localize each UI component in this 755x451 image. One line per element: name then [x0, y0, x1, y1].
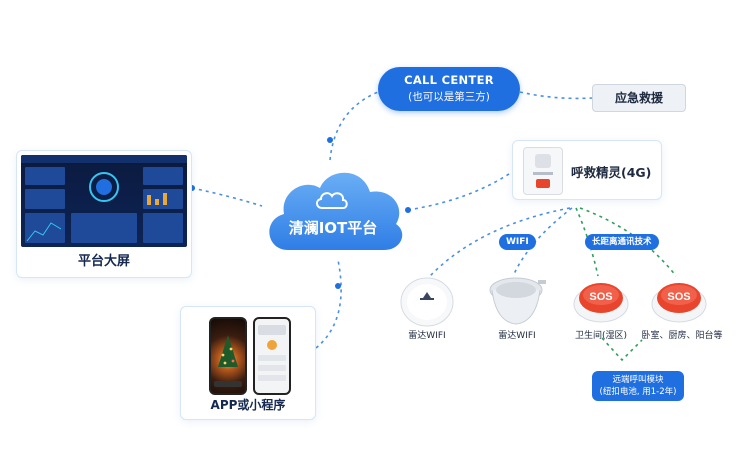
cloud-platform-label: 清澜IOT平台	[288, 219, 378, 237]
call-center-node: CALL CENTER (也可以是第三方)	[378, 67, 520, 111]
wifi-tag: WIFI	[499, 234, 536, 250]
call-center-subtitle: (也可以是第三方)	[408, 91, 490, 103]
platform-dashboard-card: 平台大屏	[16, 150, 192, 278]
link-sos-remote	[601, 337, 643, 362]
cloud-icon	[316, 192, 348, 209]
link-app-cloud	[315, 259, 342, 349]
sos-text: SOS	[589, 291, 612, 303]
app-card: APP或小程序	[180, 306, 316, 420]
emergency-rescue-node: 应急救援	[592, 84, 686, 112]
sos-button-bathroom: SOS	[573, 283, 629, 323]
remote-module-subtitle: (纽扣电池, 用1-2年)	[599, 387, 677, 397]
link-dot	[405, 207, 411, 213]
remote-call-module-node: 远端呼叫模块 (纽扣电池, 用1-2年)	[592, 371, 684, 401]
device-label: 雷达WIFI	[408, 331, 446, 341]
radar-wifi-device-1	[400, 277, 454, 327]
link-dot	[327, 137, 333, 143]
device-label: 卫生间(湿区)	[574, 331, 628, 341]
phone-screenshot-left	[209, 317, 247, 395]
device-label: 卧室、厨房、阳台等	[641, 331, 723, 341]
call-center-title: CALL CENTER	[404, 73, 494, 87]
link-callcenter-emergency	[519, 91, 593, 100]
link-dot	[335, 283, 341, 289]
long-range-tag: 长距离通讯技术	[585, 234, 659, 250]
device-label: 雷达WIFI	[498, 331, 536, 341]
link-rescue-wifi1	[429, 207, 571, 277]
remote-module-title: 远端呼叫模块	[612, 375, 664, 385]
cloud-shape	[269, 172, 403, 250]
platform-label: 平台大屏	[77, 254, 130, 269]
link-rescue-sos2	[579, 207, 677, 277]
link-platform-cloud	[191, 187, 263, 207]
rescue-device-label: 呼救精灵(4G)	[571, 165, 652, 180]
sos-text: SOS	[667, 291, 690, 303]
radar-wifi-device-2	[489, 277, 546, 325]
dashboard-screen-image	[21, 155, 187, 247]
rescue-device-image	[523, 147, 563, 195]
link-cloud-callcenter	[329, 91, 379, 161]
sos-button-bedroom: SOS	[651, 283, 707, 323]
app-label: APP或小程序	[210, 398, 286, 412]
link-cloud-rescue	[407, 171, 513, 211]
phone-screenshot-right	[253, 317, 291, 395]
rescue-device-card: 呼救精灵(4G)	[512, 140, 662, 200]
